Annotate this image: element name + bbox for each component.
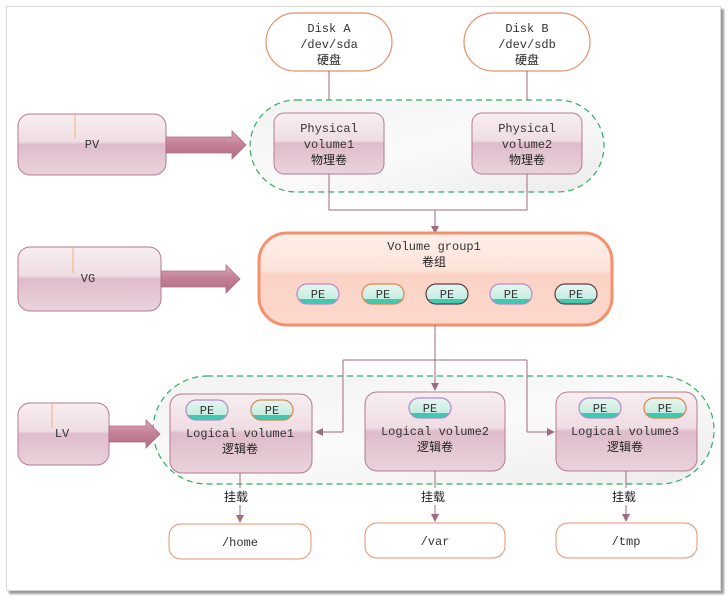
- lv3-title: Logical volume3: [571, 425, 679, 439]
- pv2-label: 物理卷: [509, 152, 545, 167]
- volume-group: Volume group1 卷组: [257, 231, 614, 327]
- vg-title: Volume group1: [387, 240, 481, 254]
- vg-pe-2-label: PE: [376, 288, 390, 302]
- layer-lv: LV: [17, 402, 110, 466]
- lv2-title: Logical volume2: [381, 425, 489, 439]
- physical-volume-2: Physical volume2 物理卷: [471, 112, 583, 175]
- disk-a-device: /dev/sda: [300, 38, 358, 52]
- lv3-pe-2-label: PE: [658, 402, 672, 416]
- mount-var-text: /var: [421, 535, 450, 549]
- mount-point-tmp: /tmp: [555, 522, 698, 559]
- arrow-right-icon: [160, 264, 241, 294]
- lv2-label: 逻辑卷: [417, 439, 453, 454]
- lv1-pe-2: PE: [250, 399, 294, 421]
- connector-pv-merge: [328, 174, 528, 211]
- disk-a-label: 硬盘: [317, 52, 341, 67]
- mount-tmp-text: /tmp: [612, 535, 641, 549]
- vg-pe-4-label: PE: [504, 288, 518, 302]
- arrow-right-icon: [165, 130, 247, 160]
- lv1-title: Logical volume1: [186, 427, 294, 441]
- pv1-label: 物理卷: [311, 152, 347, 167]
- pv1-line2: volume1: [304, 138, 354, 152]
- physical-volume-1: Physical volume1 物理卷: [273, 112, 385, 175]
- lv3-pe-1-label: PE: [593, 402, 607, 416]
- disk-b-name: Disk B: [505, 22, 548, 36]
- mount-point-var: /var: [364, 522, 506, 559]
- mount-label-1: 挂载: [224, 490, 248, 504]
- lv3-pe-1: PE: [578, 397, 622, 419]
- vg-pe-3: PE: [425, 283, 469, 305]
- layer-pv-label: PV: [85, 138, 100, 152]
- lv1-label: 逻辑卷: [222, 441, 258, 456]
- mount-point-home: /home: [168, 523, 312, 560]
- lv1-pe-1-label: PE: [200, 404, 214, 418]
- lv3-label: 逻辑卷: [607, 439, 643, 454]
- mount-home-text: /home: [222, 536, 258, 550]
- pv1-line1: Physical: [300, 122, 358, 136]
- disk-b: Disk B /dev/sdb 硬盘: [463, 12, 591, 72]
- vg-pe-3-label: PE: [440, 288, 454, 302]
- layer-vg-label: VG: [81, 272, 95, 286]
- vg-pe-4: PE: [489, 283, 533, 305]
- pv2-line1: Physical: [498, 122, 556, 136]
- lv1-pe-1: PE: [185, 399, 229, 421]
- disk-b-device: /dev/sdb: [498, 38, 556, 52]
- lv-pe-pills: PE PE PE PE PE: [185, 397, 687, 421]
- disk-a-name: Disk A: [307, 22, 351, 36]
- vg-pe-2: PE: [361, 283, 405, 305]
- vg-pe-row: PE PE PE PE PE: [296, 283, 598, 305]
- disk-a: Disk A /dev/sda 硬盘: [265, 12, 393, 72]
- mount-label-2: 挂载: [421, 490, 445, 504]
- vg-label: 卷组: [422, 254, 446, 269]
- arrow-right-icon: [108, 419, 161, 449]
- vg-pe-1: PE: [296, 283, 340, 305]
- lv2-pe-1: PE: [408, 397, 452, 419]
- layer-lv-label: LV: [55, 427, 70, 441]
- lv2-pe-1-label: PE: [423, 402, 437, 416]
- lv1-pe-2-label: PE: [265, 404, 279, 418]
- pv2-line2: volume2: [502, 138, 552, 152]
- mount-label-3: 挂载: [612, 490, 636, 504]
- vg-pe-5: PE: [554, 283, 598, 305]
- lv3-pe-2: PE: [643, 397, 687, 419]
- vg-pe-5-label: PE: [569, 288, 583, 302]
- disk-b-label: 硬盘: [515, 52, 539, 67]
- layer-vg: VG: [17, 246, 162, 312]
- layer-pv: PV: [17, 113, 167, 176]
- logical-volume-2: Logical volume2 逻辑卷: [364, 391, 506, 472]
- vg-pe-1-label: PE: [311, 288, 325, 302]
